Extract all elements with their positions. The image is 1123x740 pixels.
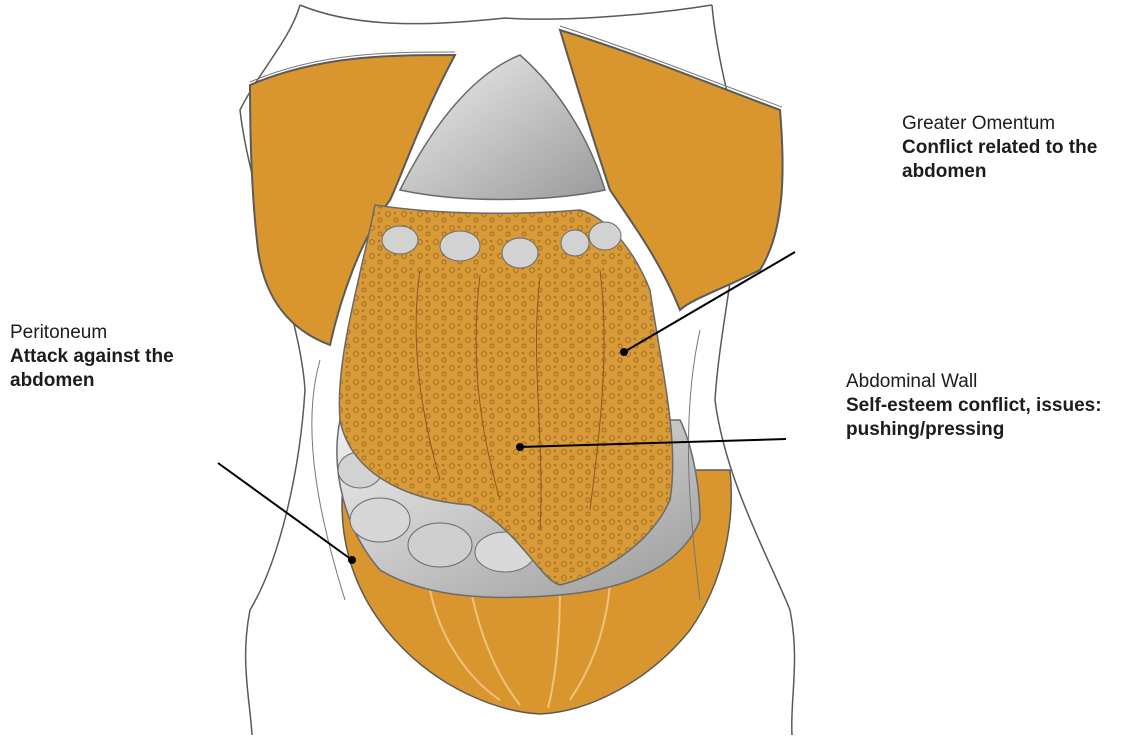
label-name: Abdominal Wall	[846, 370, 1121, 394]
label-description: Self-esteem conflict, issues: pushing/pr…	[846, 394, 1121, 442]
label-abdominal-wall: Abdominal Wall Self-esteem conflict, iss…	[846, 370, 1121, 442]
label-greater-omentum: Greater Omentum Conflict related to the …	[902, 112, 1112, 184]
leader-dot-abdominal-wall	[516, 443, 524, 451]
leader-dot-greater-omentum	[620, 348, 628, 356]
label-name: Peritoneum	[10, 321, 210, 345]
label-description: Attack against the abdomen	[10, 345, 210, 393]
label-description: Conflict related to the abdomen	[902, 136, 1112, 184]
label-name: Greater Omentum	[902, 112, 1112, 136]
label-peritoneum: Peritoneum Attack against the abdomen	[10, 321, 210, 393]
leader-dot-peritoneum	[348, 556, 356, 564]
leader-line-peritoneum	[218, 463, 352, 560]
